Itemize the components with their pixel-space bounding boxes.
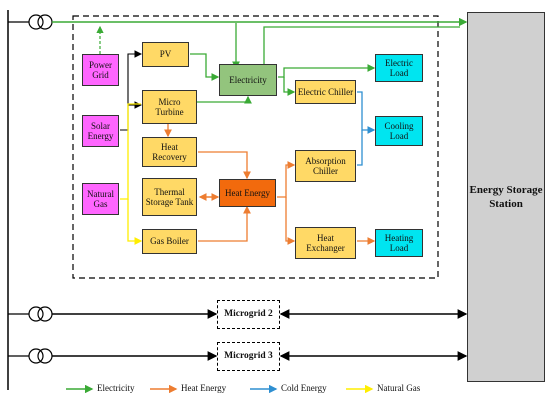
pv-node: PV <box>142 42 189 67</box>
electric-chiller-node: Electric Chiller <box>295 80 356 104</box>
legend-electricity: Electricity <box>97 383 135 393</box>
transformer-icon-mid <box>8 306 53 322</box>
legend-heat-energy: Heat Energy <box>181 383 227 393</box>
natural-gas-node: Natural Gas <box>82 183 119 215</box>
microgrid-1-boundary <box>72 15 439 279</box>
solar-energy-node: Solar Energy <box>82 115 119 147</box>
heat-flow-lines <box>164 124 376 245</box>
micro-turbine-node: Micro Turbine <box>142 90 197 124</box>
electricity-flow-lines <box>190 23 460 104</box>
heating-load-node: Heating Load <box>375 229 423 257</box>
thermal-storage-tank-node: Thermal Storage Tank <box>142 178 197 216</box>
microgrid-2-node: Microgrid 2 <box>217 300 280 329</box>
heat-exchanger-node: Heat Exchanger <box>295 227 356 259</box>
energy-storage-station: Energy Storage Station <box>467 12 545 382</box>
heat-recovery-node: Heat Recovery <box>142 137 197 167</box>
gas-boiler-node: Gas Boiler <box>142 229 197 254</box>
microgrid-3-node: Microgrid 3 <box>217 342 280 371</box>
solar-link-lines <box>120 50 143 131</box>
cold-flow-lines <box>357 91 376 166</box>
legend-natural-gas: Natural Gas <box>377 383 421 393</box>
electricity-node: Electricity <box>219 64 277 96</box>
gas-link-lines <box>120 103 143 245</box>
power-grid-node: Power Grid <box>82 54 119 86</box>
legend-cold-energy: Cold Energy <box>281 383 327 393</box>
absorption-chiller-node: Absorption Chiller <box>295 150 356 182</box>
cooling-load-node: Cooling Load <box>375 116 423 146</box>
electric-load-node: Electric Load <box>375 54 423 82</box>
heat-energy-node: Heat Energy <box>219 179 276 207</box>
